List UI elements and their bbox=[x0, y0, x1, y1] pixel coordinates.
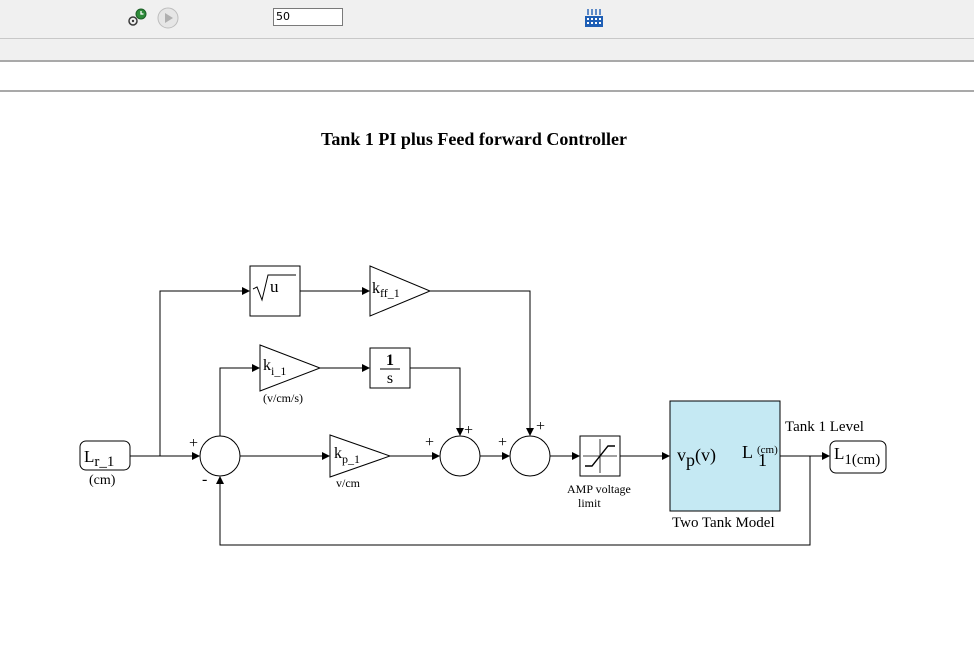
svg-text:Lr_1: Lr_1 bbox=[84, 447, 114, 470]
plant-in-label-main: v bbox=[677, 445, 686, 465]
diagram-canvas: Tank 1 PI plus Feed forward Controller bbox=[0, 92, 974, 663]
data-inspector-icon[interactable] bbox=[582, 7, 606, 29]
sum-pi[interactable] bbox=[439, 435, 481, 477]
line-error-to-ki bbox=[219, 364, 260, 436]
svg-text:vp(v): vp(v) bbox=[677, 445, 716, 470]
sum-ff-sign-top: + bbox=[536, 418, 545, 435]
gain-p-label-main: k bbox=[334, 445, 342, 462]
svg-text:L1(cm): L1(cm) bbox=[834, 444, 880, 468]
gain-feedforward[interactable]: kff_1 bbox=[369, 265, 432, 317]
inport-units: (cm) bbox=[89, 473, 116, 488]
gain-integral[interactable]: ki_1 bbox=[259, 344, 322, 392]
gain-p-units: v/cm bbox=[336, 476, 361, 490]
model-explorer-bar bbox=[0, 62, 974, 92]
saturation-caption-1: AMP voltage bbox=[567, 482, 631, 496]
svg-text:kff_1: kff_1 bbox=[372, 280, 400, 300]
sum-pi-sign-top: + bbox=[464, 422, 473, 439]
outport-label-main: L bbox=[834, 444, 844, 463]
inport-label-main: L bbox=[84, 447, 94, 466]
plant-in-label-sub: p bbox=[686, 450, 695, 470]
sqrt-label: u bbox=[270, 277, 279, 296]
line-ref-to-sqrt bbox=[159, 287, 250, 456]
integrator-denominator: s bbox=[387, 370, 393, 387]
tank1-level-signal-label: Tank 1 Level bbox=[785, 419, 864, 435]
sum-feedforward[interactable] bbox=[509, 435, 551, 477]
plant-out-label-sub: 1 bbox=[758, 450, 767, 470]
plant-out-label-super: (cm) bbox=[757, 444, 778, 456]
sqrt-symbol bbox=[252, 274, 296, 302]
gain-proportional[interactable]: kp_1 bbox=[329, 434, 392, 478]
sum-ff-sign-left: + bbox=[498, 434, 507, 451]
toolbar: 50 bbox=[0, 0, 974, 39]
gain-i-label-main: k bbox=[263, 357, 271, 374]
plant-out-label-main: L bbox=[742, 442, 753, 462]
breadcrumb-bar bbox=[0, 39, 974, 62]
saturation-curve bbox=[585, 445, 615, 467]
simulation-pacing-icon[interactable] bbox=[125, 6, 149, 30]
run-icon[interactable] bbox=[156, 6, 180, 30]
sum-error-sign-minus: - bbox=[202, 471, 207, 488]
outport-tank1-level[interactable]: L1(cm) bbox=[829, 440, 887, 474]
line-integrator-to-sum2 bbox=[410, 367, 464, 436]
line-kff-to-sum3 bbox=[430, 290, 534, 436]
line-feedback bbox=[216, 456, 811, 546]
plant-in-label-units: (v) bbox=[695, 445, 716, 466]
gain-i-units: (v/cm/s) bbox=[263, 391, 303, 405]
gain-i-label-sub: i_1 bbox=[271, 364, 286, 378]
outport-label-sub: 1(cm) bbox=[844, 452, 880, 468]
sum-pi-sign-left: + bbox=[425, 434, 434, 451]
svg-text:ki_1: ki_1 bbox=[263, 357, 286, 378]
plant-caption: Two Tank Model bbox=[672, 515, 775, 531]
sum-error-sign-plus: + bbox=[189, 435, 198, 452]
diagram-title: Tank 1 PI plus Feed forward Controller bbox=[320, 129, 628, 149]
saturation-block[interactable] bbox=[579, 435, 621, 477]
svg-text:kp_1: kp_1 bbox=[334, 445, 360, 466]
gain-ff-label-sub: ff_1 bbox=[380, 286, 400, 300]
inport-label-sub: r_1 bbox=[94, 454, 114, 470]
sqrt-block[interactable]: u bbox=[249, 265, 301, 317]
inport-reference[interactable]: Lr_1 bbox=[79, 440, 131, 471]
integrator-numerator: 1 bbox=[386, 352, 394, 369]
integrator-block[interactable]: 1 s bbox=[369, 347, 411, 389]
saturation-caption-2: limit bbox=[578, 496, 601, 510]
stop-time-input[interactable]: 50 bbox=[273, 8, 343, 26]
block-diagram: Lr_1 (cm) u kff_1 ki_1 (v/cm/s) 1 s bbox=[79, 265, 887, 546]
signal-lines bbox=[130, 287, 830, 546]
gain-p-label-sub: p_1 bbox=[342, 452, 360, 466]
gain-ff-label-main: k bbox=[372, 280, 380, 297]
sum-error[interactable] bbox=[199, 435, 241, 477]
two-tank-model-block[interactable]: vp(v) L 1 (cm) bbox=[669, 400, 781, 512]
